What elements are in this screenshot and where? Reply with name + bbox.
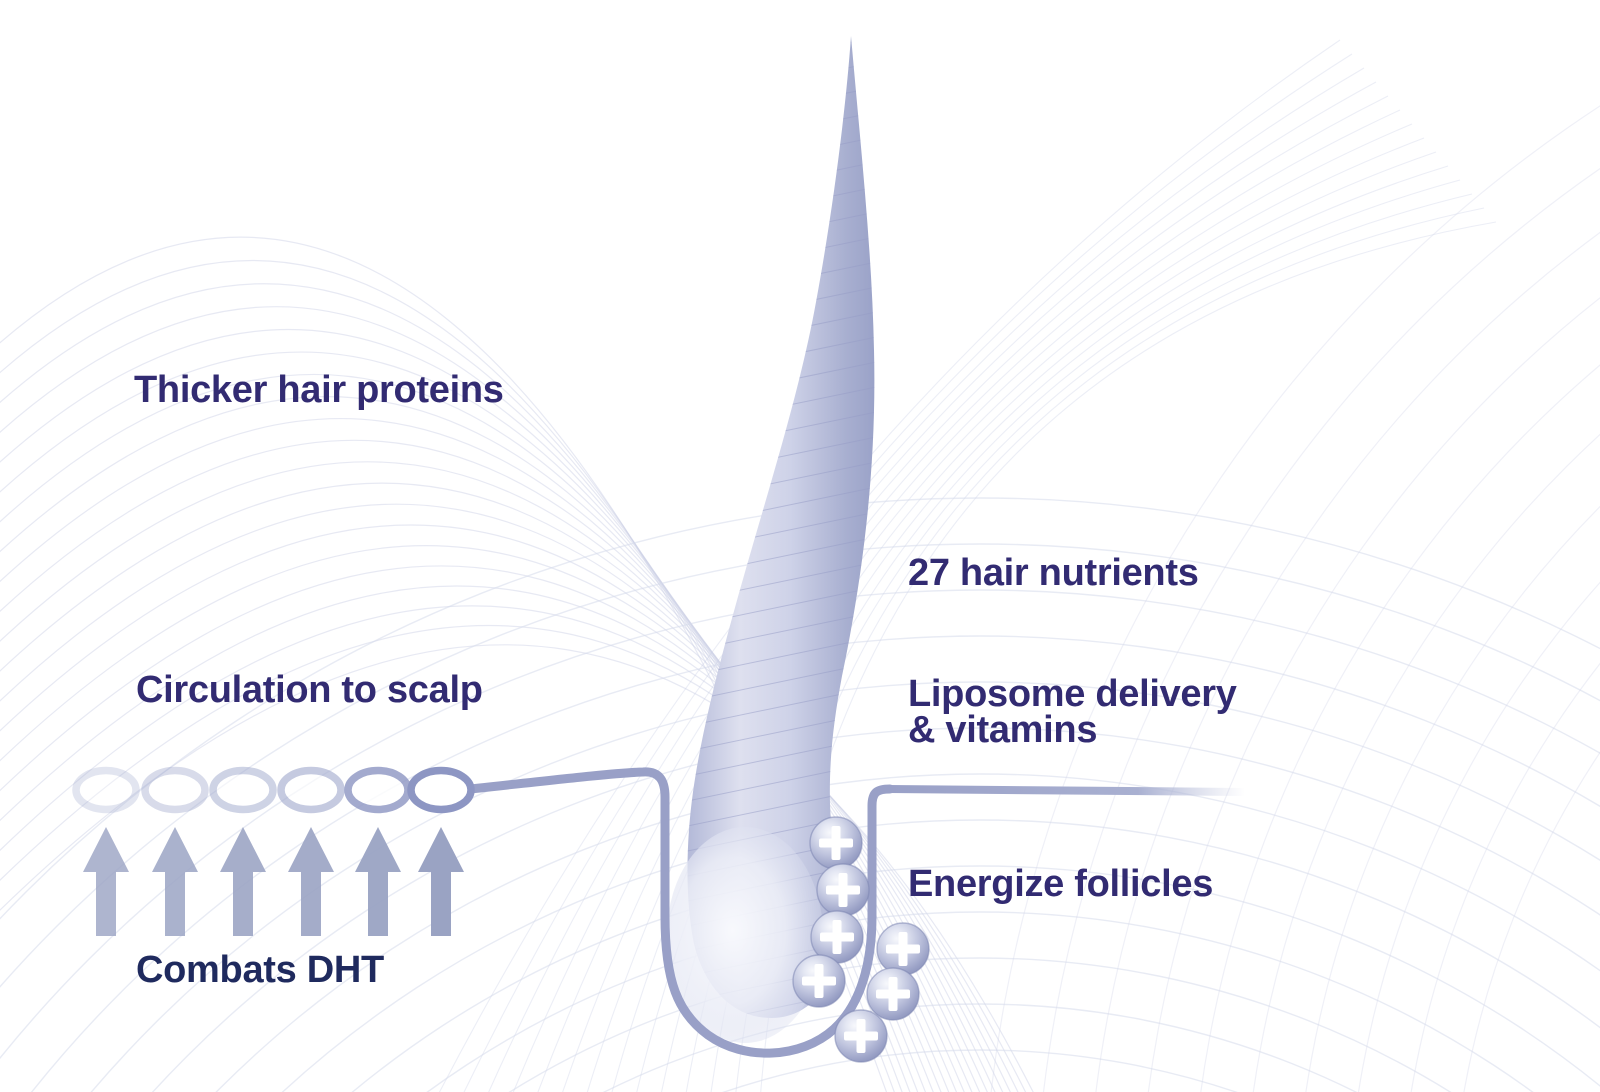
plus-marker-icon [834, 1009, 888, 1063]
scalp-line-right [884, 785, 1246, 796]
label-combats-dht: Combats DHT [136, 949, 384, 991]
plus-marker-icon [876, 922, 930, 976]
up-arrow-icon [220, 827, 266, 936]
circulation-oval [72, 766, 140, 814]
up-arrow-icon [355, 827, 401, 936]
label-thicker-hair-proteins: Thicker hair proteins [134, 369, 504, 411]
circulation-oval [209, 766, 277, 814]
circulation-oval [407, 766, 475, 814]
hair-root-highlight [667, 827, 823, 1043]
plus-marker-icon [809, 816, 863, 870]
plus-marker-icon [792, 954, 846, 1008]
label-liposome-delivery: Liposome delivery [908, 673, 1237, 715]
label-27-hair-nutrients: 27 hair nutrients & vitamins [908, 442, 1199, 862]
circulation-ovals [72, 766, 475, 814]
label-energize-follicles: Energize follicles [908, 863, 1214, 905]
circulation-oval [277, 766, 345, 814]
circulation-oval [141, 766, 209, 814]
circulation-oval [344, 766, 412, 814]
plus-marker-icon [816, 863, 870, 917]
up-arrow-icon [83, 827, 129, 936]
follicle-outline [447, 767, 895, 1058]
plus-marker-icon [866, 967, 920, 1021]
nutrient-plus-markers [792, 816, 930, 1063]
up-arrow-icon [152, 827, 198, 936]
up-arrow-icon [418, 827, 464, 936]
label-27-hair-nutrients-line2: & vitamins [908, 709, 1098, 752]
dht-arrows [83, 827, 464, 936]
label-27-hair-nutrients-line1: 27 hair nutrients [908, 551, 1199, 594]
label-circulation-to-scalp: Circulation to scalp [136, 669, 483, 711]
plus-marker-icon [810, 910, 864, 964]
up-arrow-icon [288, 827, 334, 936]
